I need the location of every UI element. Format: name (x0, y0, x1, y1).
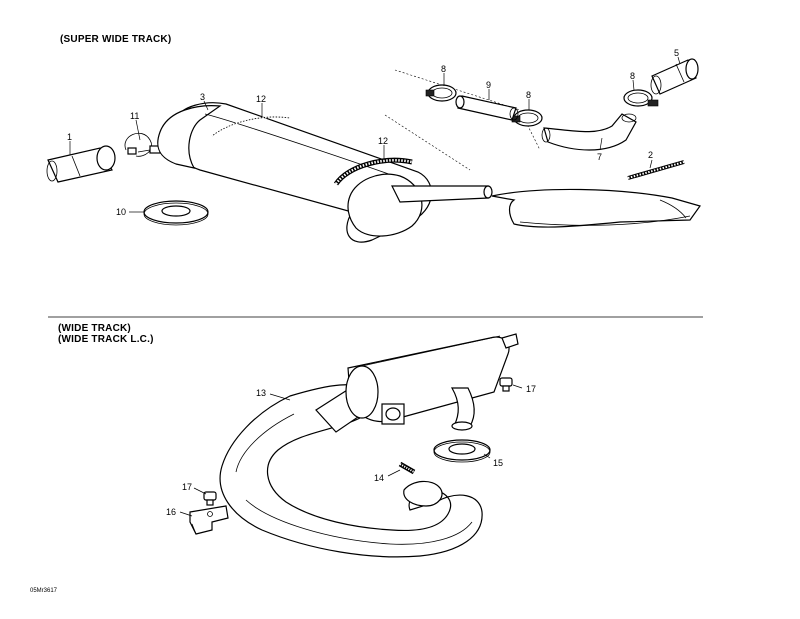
part-8-clamp-mid (511, 109, 543, 127)
callout-16: 16 (166, 507, 176, 517)
heading-wide-track: (WIDE TRACK) (WIDE TRACK L.C.) (58, 323, 154, 345)
part-8-clamp-left (425, 84, 457, 102)
callout-7: 7 (597, 152, 602, 162)
part-14-spring (398, 461, 416, 475)
part-12-spring-lower (333, 157, 413, 186)
super-wide-track-assembly (46, 56, 701, 243)
wide-track-assembly (179, 333, 523, 558)
callout-9: 9 (486, 80, 491, 90)
part-12-spring-upper (211, 115, 291, 137)
heading-super-wide-track: (SUPER WIDE TRACK) (60, 34, 172, 45)
part-9-tube (455, 95, 519, 121)
callout-11: 11 (130, 111, 139, 121)
part-3-muffler (157, 102, 493, 243)
heading-wide-track-line2: (WIDE TRACK L.C.) (58, 334, 154, 345)
callout-17-lower: 17 (182, 482, 192, 492)
callout-12-lower: 12 (378, 136, 388, 146)
callout-8-left: 8 (441, 64, 446, 74)
callout-17-upper: 17 (526, 384, 536, 394)
wide-track-muffler (345, 333, 519, 431)
callout-10: 10 (116, 207, 126, 217)
part-17-bolt-upper (499, 377, 513, 392)
part-1-exhaust-sleeve (46, 145, 116, 183)
tailpipe-cone (491, 188, 701, 228)
part-5-sleeve (650, 58, 699, 95)
callout-1: 1 (67, 132, 72, 142)
callout-13: 13 (256, 388, 266, 398)
callout-15: 15 (493, 458, 503, 468)
callout-3: 3 (200, 92, 205, 102)
part-11-clamp (124, 132, 161, 157)
callout-2: 2 (648, 150, 653, 160)
part-2-spring (627, 160, 685, 180)
callout-12-upper: 12 (256, 94, 266, 104)
document-code: 05Mr3617 (30, 588, 58, 594)
part-10-washer (143, 200, 209, 226)
callout-8-mid: 8 (526, 90, 531, 100)
callout-5: 5 (674, 48, 679, 58)
part-17-bolt-lower (203, 491, 217, 506)
callout-8-right: 8 (630, 71, 635, 81)
heading-wide-track-line1: (WIDE TRACK) (58, 323, 131, 334)
part-7-hose (541, 113, 637, 151)
part-16-bracket (189, 505, 229, 535)
callout-14: 14 (374, 473, 384, 483)
part-8-clamp-right (623, 89, 659, 107)
part-15-washer (433, 439, 491, 463)
